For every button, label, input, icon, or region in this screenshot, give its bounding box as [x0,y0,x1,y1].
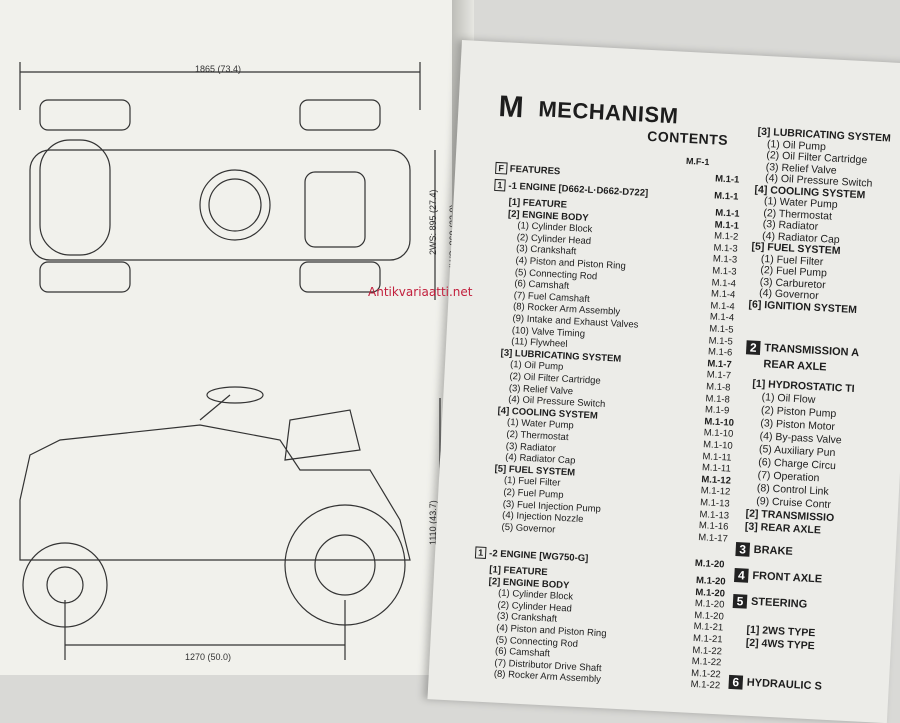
toc-entry-ref: M.1-4 [711,276,737,290]
toc-entry: [3] REAR AXLE [744,520,822,537]
toc-entry-ref: M.1-22 [691,656,722,669]
toc-entry-ref: M.1-1 [715,207,740,220]
section2-badge-icon: 2 [745,340,761,356]
toc-entry-ref: M.1-7 [707,358,732,371]
section-badge-icon: 5 [732,593,748,609]
toc-entry-ref: M.1-10 [703,427,734,441]
toc-entry-ref: M.1-3 [712,253,738,267]
toc-entry-ref: M.1-4 [710,300,735,313]
section-badge-icon: 4 [734,567,749,583]
toc-entry-ref: M.1-10 [704,416,735,429]
section1b-badge-icon: 1 [474,546,487,559]
toc-entry-ref: M.1-12 [700,485,731,499]
engine2-ref: M.1-20 [694,557,725,571]
watermark: Antikvariaatti.net [368,285,473,299]
toc-entry-ref: M.1-8 [705,392,731,406]
engine2-title: -2 ENGINE [WG750-G] [488,548,589,565]
toc-entry-ref: M.1-20 [694,598,725,611]
features-label: FEATURES [509,163,561,178]
toc-entry-ref: M.1-1 [714,219,740,232]
left-page: 1865 (73.4) 2WS: 895 (27.4) 4WS: 860 (33… [0,0,470,675]
toc-entry-ref: M.1-22 [690,679,721,692]
page-title: MECHANISM [537,96,680,129]
toc-entry-ref: M.1-17 [698,531,729,545]
toc-entry-ref: M.1-13 [699,497,730,510]
section6-badge-icon: 6 [728,674,744,690]
section2-title: TRANSMISSION A [763,342,860,360]
toc-entry-ref: M.1-5 [708,334,734,348]
toc-entry-ref: M.1-20 [695,574,726,588]
features-top-ref: M.F-1 [685,155,710,168]
side-dimension-a: 2WS: 895 (27.4) [428,189,438,255]
toc-entry-ref: M.1-22 [692,644,723,658]
toc-entry-ref: M.1-11 [702,450,732,464]
section-title: STEERING [750,595,808,611]
toc-entry-ref: M.1-3 [711,265,737,278]
steering-list: [1] 2WS TYPE[2] 4WS TYPE [462,40,900,653]
engine1-header: 1-1 ENGINE [D662-L·D662-D722] M.1-1 [494,178,739,203]
right-column-list: [3] LUBRICATING SYSTEM(1) Oil Pump(2) Oi… [462,40,900,316]
engine1-ref: M.1-1 [713,190,739,203]
section2-list: [1] HYDROSTATIC TI(1) Oil Flow(2) Piston… [462,40,900,537]
section-title: FRONT AXLE [752,569,823,586]
toc-entry-ref: M.1-20 [693,609,725,623]
contents-subtitle: CONTENTS [646,127,729,149]
section-title: BRAKE [753,543,794,558]
toc-entry-ref: M.1-4 [710,288,736,301]
features-badge-icon: F [495,161,508,175]
section-badge-icon: 3 [735,542,751,557]
toc-entry-ref: M.1-12 [701,473,732,487]
toc-entry-ref: M.1-8 [705,381,731,394]
toc-entry-ref: M.1-3 [713,242,739,255]
toc-entry-ref: M.1-4 [709,311,735,325]
toc-entry-ref: M.1-22 [690,667,722,681]
toc-entry-ref: M.1-2 [713,230,739,243]
section2-sub: REAR AXLE [763,358,827,374]
section-letter: M [497,90,525,125]
features-ref: M.1-1 [714,173,740,186]
toc-entry-ref: M.1-21 [693,621,724,634]
toc-entry-ref: M.1-7 [706,369,732,382]
section1-badge-icon: 1 [494,178,506,192]
toc-entry-label: (5) Governor [501,521,556,536]
toc-entry-ref: M.1-9 [704,404,730,417]
toc-entry-ref: M.1-11 [701,462,732,475]
tractor-drawings [19,62,456,660]
toc-entry-ref: M.1-20 [695,586,726,600]
toc-entry-ref: M.1-21 [692,632,723,646]
top-dimension-label: 1865 (73.4) [195,64,242,74]
wheelbase-dimension-label: 1270 (50.0) [185,652,232,662]
toc-entry-ref: M.1-10 [702,439,733,452]
toc-entry-ref: M.1-6 [707,346,733,359]
toc-entry: [6] IGNITION SYSTEM [748,297,858,316]
toc-entry-ref: M.1-5 [708,323,734,336]
engine1-title: -1 ENGINE [D662-L·D662-D722] [508,180,649,199]
steering-entry: [2] 4WS TYPE [745,636,815,653]
toc-entry-ref: M.1-13 [699,508,730,522]
toc-entry-ref: M.1-16 [698,520,729,533]
engine2-header: 1-2 ENGINE [WG750-G] M.1-20 [474,546,725,570]
section6-title: HYDRAULIC S [746,676,823,693]
